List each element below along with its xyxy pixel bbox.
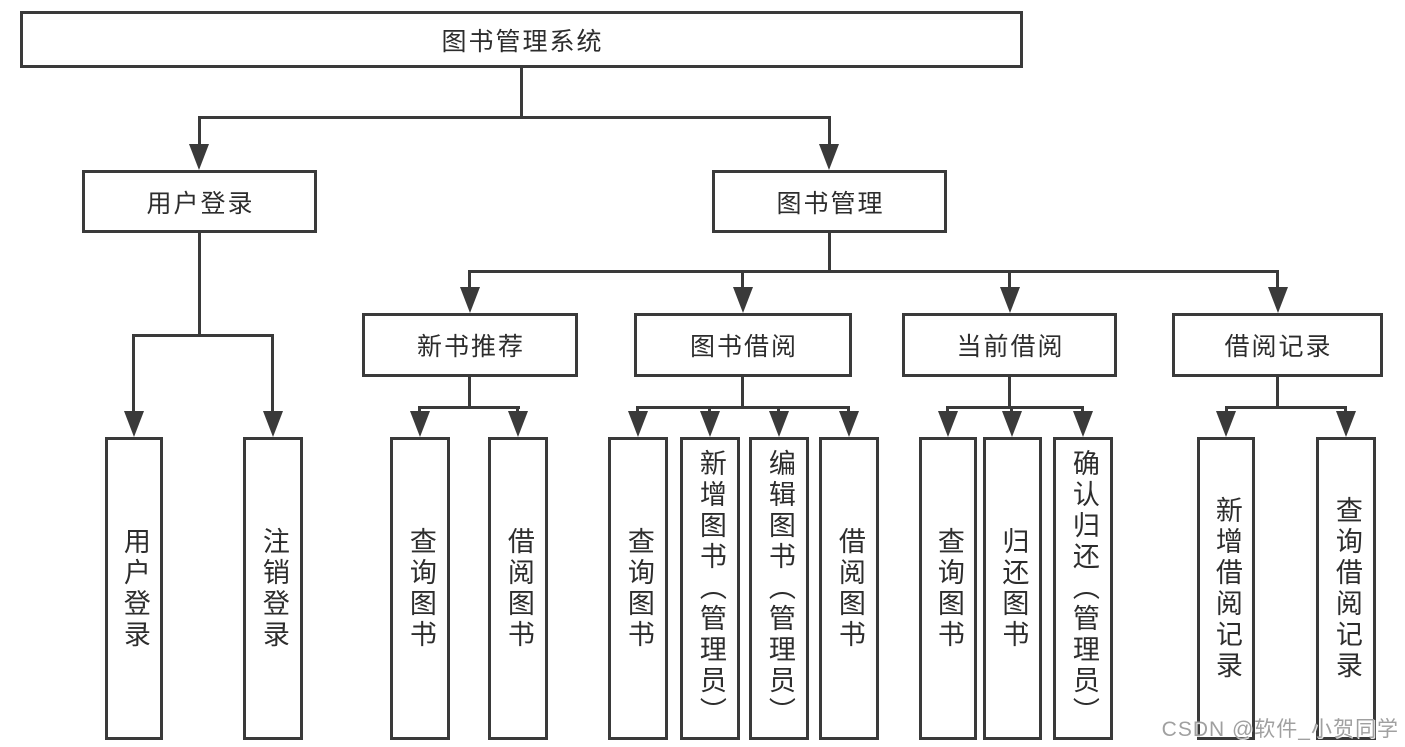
connector-line <box>946 406 1083 409</box>
arrow-down-icon <box>938 411 958 437</box>
connector-line <box>828 233 831 273</box>
leaf-add-borrow-record-label: 新增借阅记录 <box>1211 495 1242 682</box>
connector-line <box>271 334 274 412</box>
arrow-down-icon <box>508 411 528 437</box>
arrow-down-icon <box>733 287 753 313</box>
arrow-down-icon <box>1002 411 1022 437</box>
node-new-book-recommend: 新书推荐 <box>362 313 578 377</box>
arrow-down-icon <box>819 144 839 170</box>
connector-line <box>1276 270 1279 290</box>
arrow-down-icon <box>839 411 859 437</box>
leaf-logout: 注销登录 <box>243 437 303 740</box>
leaf-user-login-label: 用户登录 <box>119 526 150 651</box>
arrow-down-icon <box>769 411 789 437</box>
node-root: 图书管理系统 <box>20 11 1023 68</box>
connector-line <box>418 406 421 414</box>
leaf-borrow-books-borrowing-label: 借阅图书 <box>834 526 865 651</box>
connector-line <box>946 406 949 414</box>
node-user-login-label: 用户登录 <box>146 189 255 218</box>
node-borrowing-records: 借阅记录 <box>1172 313 1383 377</box>
leaf-edit-book-admin-label: 编辑图书（管理员） <box>764 449 795 728</box>
leaf-query-books-borrowing: 查询图书 <box>608 437 668 740</box>
leaf-logout-label: 注销登录 <box>258 526 289 651</box>
connector-line <box>636 406 639 414</box>
node-book-borrowing: 图书借阅 <box>634 313 852 377</box>
connector-line <box>636 406 850 409</box>
node-current-borrowing-label: 当前借阅 <box>956 333 1065 361</box>
connector-line <box>1081 406 1084 414</box>
leaf-add-borrow-record: 新增借阅记录 <box>1197 437 1255 740</box>
leaf-confirm-return-admin: 确认归还（管理员） <box>1053 437 1113 740</box>
node-book-borrowing-label: 图书借阅 <box>689 333 798 361</box>
connector-line <box>520 68 523 118</box>
leaf-edit-book-admin: 编辑图书（管理员） <box>749 437 809 740</box>
connector-line <box>741 377 744 408</box>
leaf-return-book: 归还图书 <box>983 437 1042 740</box>
connector-line <box>741 270 744 290</box>
connector-line <box>198 116 831 119</box>
connector-line <box>708 406 711 414</box>
connector-line <box>418 406 520 409</box>
node-current-borrowing: 当前借阅 <box>902 313 1117 377</box>
connector-line <box>468 270 471 290</box>
connector-line <box>516 406 519 414</box>
leaf-add-book-admin-label: 新增图书（管理员） <box>695 449 726 728</box>
node-borrowing-records-label: 借阅记录 <box>1224 333 1333 361</box>
connector-line <box>1008 270 1011 290</box>
node-book-management: 图书管理 <box>712 170 947 233</box>
node-book-management-label: 图书管理 <box>776 189 885 218</box>
leaf-query-books-recommend: 查询图书 <box>390 437 450 740</box>
arrow-down-icon <box>1336 411 1356 437</box>
arrow-down-icon <box>410 411 430 437</box>
connector-line <box>198 116 201 146</box>
node-new-book-recommend-label: 新书推荐 <box>416 333 525 361</box>
csdn-watermark: CSDN @软件_小贺同学 <box>1161 718 1399 741</box>
leaf-borrow-books-recommend: 借阅图书 <box>488 437 548 740</box>
arrow-down-icon <box>460 287 480 313</box>
leaf-borrow-books-recommend-label: 借阅图书 <box>503 526 534 651</box>
connector-line <box>1276 377 1279 408</box>
leaf-query-borrow-record: 查询借阅记录 <box>1316 437 1376 740</box>
connector-line <box>1010 406 1013 414</box>
leaf-query-books-current: 查询图书 <box>919 437 977 740</box>
arrow-down-icon <box>1216 411 1236 437</box>
connector-line <box>1344 406 1347 414</box>
arrow-down-icon <box>263 411 283 437</box>
arrow-down-icon <box>1000 287 1020 313</box>
arrow-down-icon <box>1073 411 1093 437</box>
connector-line <box>132 334 135 412</box>
leaf-borrow-books-borrowing: 借阅图书 <box>819 437 879 740</box>
connector-line <box>198 233 201 336</box>
node-root-label: 图书管理系统 <box>441 27 604 56</box>
leaf-query-borrow-record-label: 查询借阅记录 <box>1331 495 1362 682</box>
arrow-down-icon <box>628 411 648 437</box>
arrow-down-icon <box>189 144 209 170</box>
leaf-query-books-recommend-label: 查询图书 <box>405 526 436 651</box>
arrow-down-icon <box>124 411 144 437</box>
connector-line <box>1008 377 1011 408</box>
leaf-query-books-borrowing-label: 查询图书 <box>623 526 654 651</box>
leaf-user-login: 用户登录 <box>105 437 163 740</box>
connector-line <box>828 116 831 146</box>
leaf-return-book-label: 归还图书 <box>998 526 1029 651</box>
leaf-add-book-admin: 新增图书（管理员） <box>680 437 740 740</box>
connector-line <box>132 334 274 337</box>
connector-line <box>847 406 850 414</box>
node-user-login: 用户登录 <box>82 170 317 233</box>
leaf-query-books-current-label: 查询图书 <box>933 526 964 651</box>
connector-line <box>468 377 471 408</box>
arrow-down-icon <box>700 411 720 437</box>
connector-line <box>1225 406 1228 414</box>
arrow-down-icon <box>1268 287 1288 313</box>
connector-line <box>468 270 1278 273</box>
leaf-confirm-return-admin-label: 确认归还（管理员） <box>1068 449 1099 728</box>
connector-line <box>1225 406 1347 409</box>
connector-line <box>777 406 780 414</box>
